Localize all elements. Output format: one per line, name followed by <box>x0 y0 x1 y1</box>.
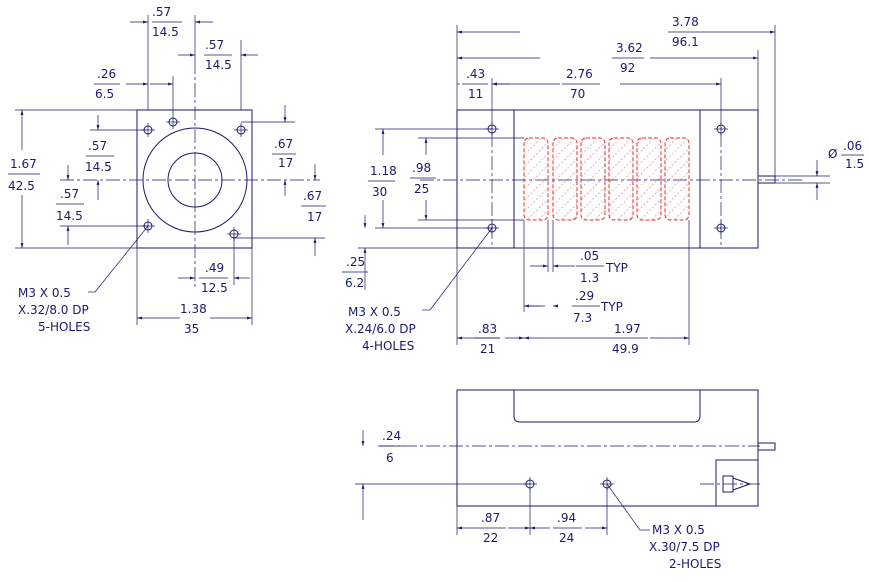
dim-text: 30 <box>372 185 387 199</box>
dim-text: .05 <box>580 249 599 263</box>
hole-note-line1: M3 X 0.5 <box>652 523 705 537</box>
dim-text: .57 <box>152 5 171 19</box>
dim-text: 42.5 <box>8 179 35 193</box>
dim-text: .57 <box>88 139 107 153</box>
coil-slot <box>523 137 549 221</box>
bottom-view: .24 6 .87 22 .94 24 M3 X 0.5 X.30/7.5 DP… <box>355 389 776 571</box>
dim-text: 2.76 <box>566 67 593 81</box>
dim-text: 49.9 <box>612 342 639 356</box>
hole-note-line2: X.30/7.5 DP <box>649 540 720 554</box>
hole-note-line1: M3 X 0.5 <box>18 286 71 300</box>
dim-text: 14.5 <box>152 25 179 39</box>
front-hole <box>166 115 180 129</box>
dim-text: .26 <box>97 67 116 81</box>
dim-text: 1.18 <box>370 164 397 178</box>
dim-text: 24 <box>559 531 574 545</box>
dim-text: 1.3 <box>580 271 599 285</box>
hole-note-line2: X.24/6.0 DP <box>345 322 416 336</box>
bottom-slot <box>513 390 701 423</box>
dim-text: 22 <box>483 531 498 545</box>
hole-note-line3: 2-HOLES <box>669 557 721 571</box>
dim-text: 92 <box>620 61 635 75</box>
dim-text: 17 <box>278 156 293 170</box>
dim-text: 3.78 <box>672 15 699 29</box>
dim-text: TYP <box>605 261 628 275</box>
dim-text: .25 <box>346 255 365 269</box>
front-view: .57 14.5 .57 14.5 .26 6.5 1.67 42.5 .57 … <box>8 5 326 336</box>
dim-text: .43 <box>466 67 485 81</box>
dim-text: 1.97 <box>614 322 641 336</box>
dim-text: 6.2 <box>345 276 364 290</box>
dim-text: TYP <box>600 300 623 314</box>
dim-text: .87 <box>481 511 500 525</box>
side-body-outline <box>456 109 759 249</box>
hole-note-line2: X.32/8.0 DP <box>18 303 89 317</box>
side-hole <box>714 122 728 136</box>
dim-text: .98 <box>412 161 431 175</box>
dim-text: .57 <box>60 187 79 201</box>
front-body-outline <box>136 109 253 249</box>
dim-text: 96.1 <box>672 35 699 49</box>
dim-text: 14.5 <box>205 58 232 72</box>
dim-text: 3.62 <box>616 41 643 55</box>
hole-note-line1: M3 X 0.5 <box>348 305 401 319</box>
dim-text: 35 <box>184 322 199 336</box>
dim-text: .06 <box>843 139 862 153</box>
dim-text: .29 <box>575 289 594 303</box>
dim-text: Ø <box>828 147 837 161</box>
side-hole <box>714 221 728 235</box>
dim-text: 12.5 <box>201 281 228 295</box>
dim-text: 11 <box>468 87 483 101</box>
hole-note-line3: 5-HOLES <box>38 320 90 334</box>
coil-slot <box>636 137 662 221</box>
dim-text: .67 <box>274 137 293 151</box>
dim-text: .94 <box>557 511 576 525</box>
dim-text: 6 <box>386 451 394 465</box>
coil-slot <box>580 137 606 221</box>
bottom-body-outline <box>456 389 759 507</box>
coil-slot <box>664 137 690 221</box>
dim-text: .24 <box>382 429 401 443</box>
dim-text: 14.5 <box>85 160 112 174</box>
hole-note-line3: 4-HOLES <box>362 339 414 353</box>
dim-text: 25 <box>414 182 429 196</box>
dim-text: 1.67 <box>10 157 37 171</box>
dim-text: .57 <box>205 38 224 52</box>
dim-text: 70 <box>570 87 585 101</box>
dim-text: 1.5 <box>845 157 864 171</box>
dim-text: 17 <box>307 210 322 224</box>
dim-text: .67 <box>303 189 322 203</box>
side-view: 3.78 96.1 3.62 92 .43 11 2.76 70 1.18 30… <box>342 15 864 356</box>
dim-text: 14.5 <box>56 209 83 223</box>
coil-slot <box>552 137 578 221</box>
dim-text: 21 <box>480 342 495 356</box>
dim-text: .83 <box>478 322 497 336</box>
dim-text: 7.3 <box>573 311 592 325</box>
dim-text: 6.5 <box>95 87 114 101</box>
front-hole <box>234 123 248 137</box>
coil-slot <box>608 137 634 221</box>
dim-text: .49 <box>205 261 224 275</box>
dim-text: 1.38 <box>180 302 207 316</box>
